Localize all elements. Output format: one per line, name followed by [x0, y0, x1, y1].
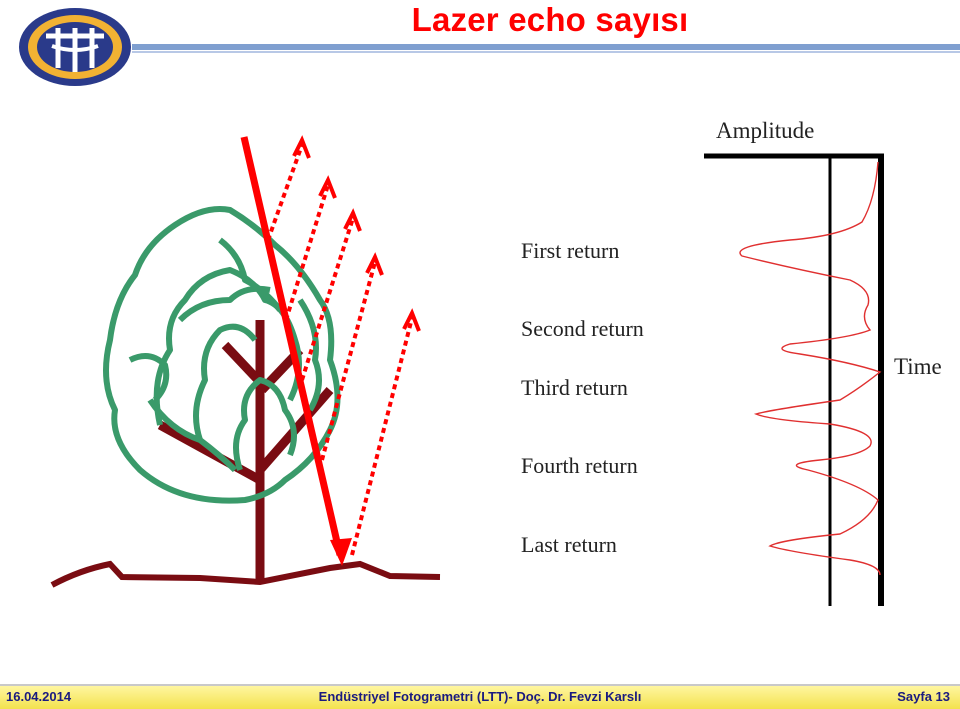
university-logo [16, 6, 134, 88]
amplitude-label: Amplitude [716, 118, 815, 143]
laser-beam [240, 136, 352, 566]
footer-course: Endüstriyel Fotogrametri (LTT)- Doç. Dr.… [318, 689, 642, 704]
footer-bar: 16.04.2014 Endüstriyel Fotogrametri (LTT… [0, 684, 960, 709]
return-label-last: Last return [521, 532, 617, 557]
echo-arrows [266, 144, 414, 556]
tree-foliage [103, 206, 341, 504]
return-label-third: Third return [521, 375, 628, 400]
echo-arrowheads [292, 135, 421, 332]
lidar-echo-diagram: Amplitude Time First return Second retur… [0, 90, 960, 650]
return-label-first: First return [521, 238, 620, 263]
return-label-second: Second return [521, 316, 644, 341]
time-label: Time [894, 354, 942, 379]
return-waveform [739, 161, 882, 576]
tree-illustration [50, 135, 884, 606]
return-label-fourth: Fourth return [521, 453, 638, 478]
page-title: Lazer echo sayısı [411, 1, 689, 38]
ground-line [50, 560, 441, 588]
waveform-axes [704, 153, 884, 606]
header-bar [132, 44, 960, 50]
footer-date: 16.04.2014 [6, 689, 72, 704]
footer-page-number: Sayfa 13 [897, 689, 950, 704]
tree-trunk [157, 320, 334, 582]
header-divider [132, 51, 960, 53]
